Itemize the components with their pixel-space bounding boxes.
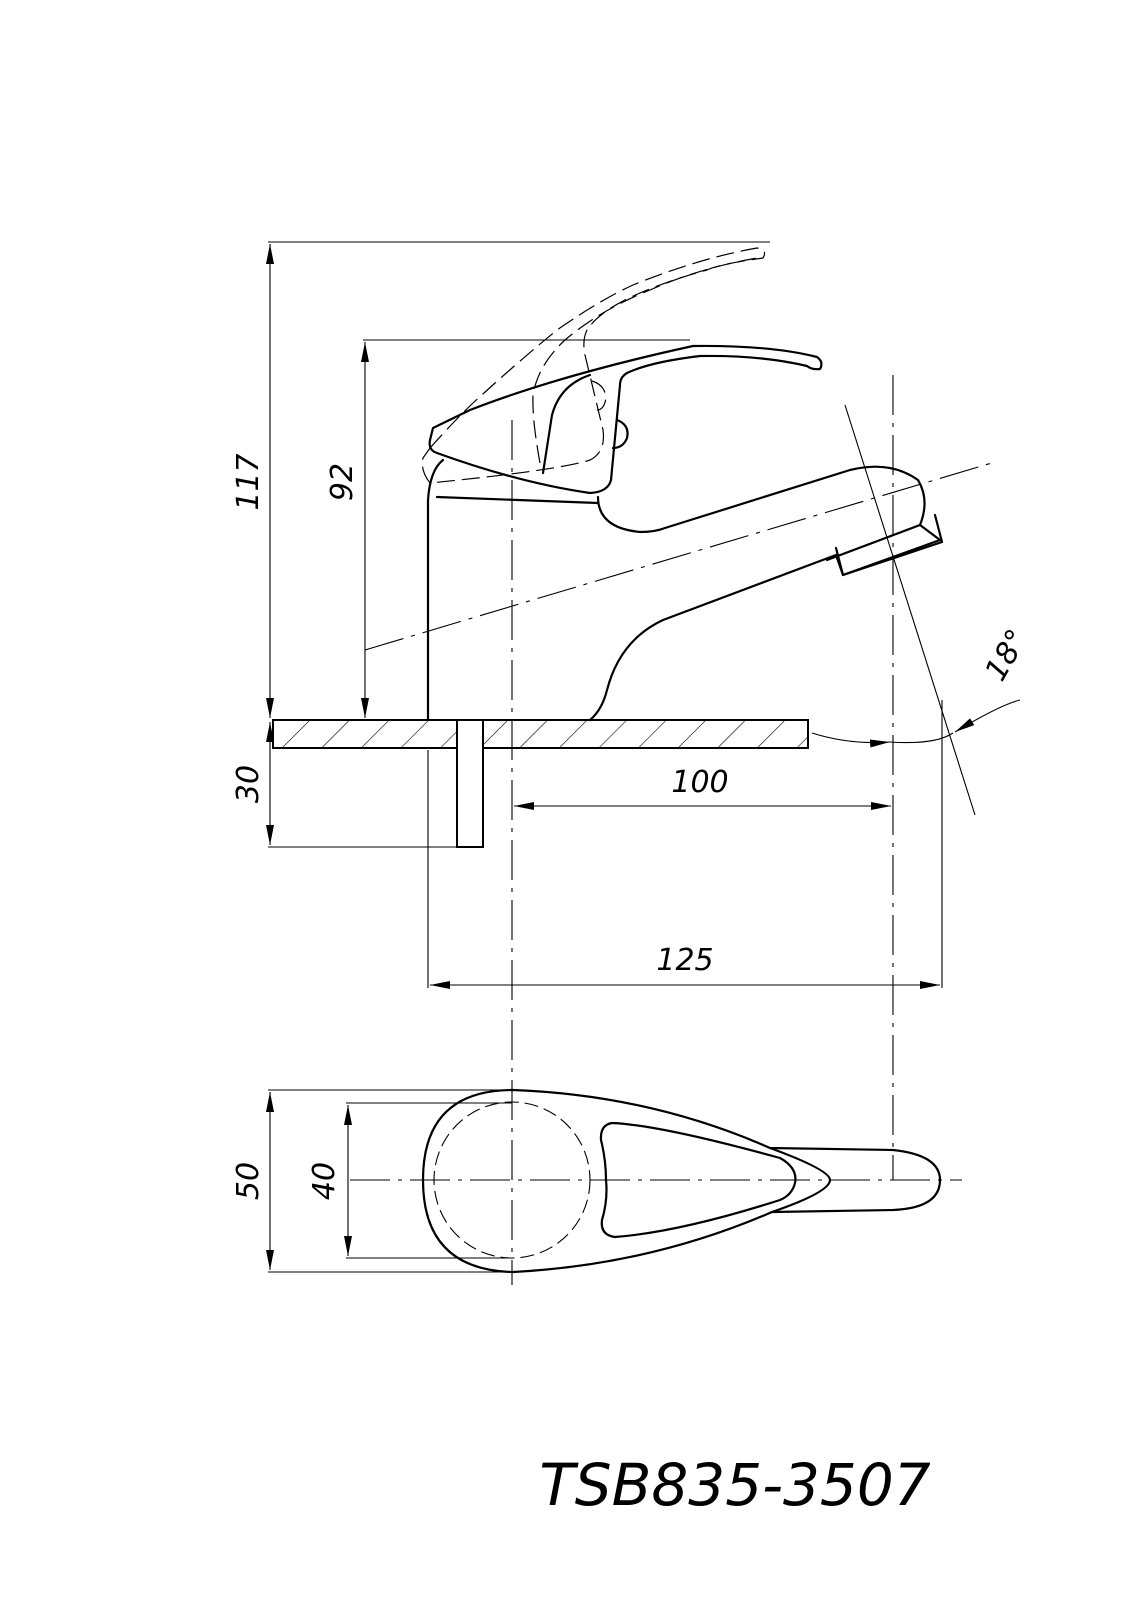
dim-label-18deg: 18° [978, 623, 1035, 687]
angle-arc-18 [889, 732, 954, 744]
faucet-spout [588, 465, 942, 722]
supply-pipe [456, 719, 484, 848]
dim-label-92: 92 [325, 463, 360, 501]
faucet-body [426, 458, 600, 722]
top-view-outline [421, 1088, 942, 1274]
lever-handle [428, 344, 823, 495]
dim-label-40: 40 [307, 1162, 342, 1200]
lever-inner-edge [541, 373, 592, 475]
raised-lever-phantom-inner [532, 257, 758, 464]
dim-label-50: 50 [231, 1162, 266, 1200]
raised-lever-phantom [421, 247, 766, 484]
dim-label-125: 125 [656, 943, 713, 978]
lever-pivot [611, 418, 629, 450]
side-view: 117 92 30 100 125 18° [231, 241, 1035, 1285]
countertop-section [272, 719, 809, 749]
top-view: 50 40 [231, 1088, 962, 1274]
lever-slot [599, 1121, 797, 1239]
spout-axis-line [364, 461, 996, 651]
angle-arrow-18 [954, 699, 1021, 733]
angle-reference-line [844, 404, 976, 816]
dim-label-117: 117 [231, 453, 266, 510]
dim-label-100: 100 [671, 765, 728, 800]
angle-arc-18 [811, 732, 891, 748]
pivot-phantom [591, 380, 607, 411]
model-number: TSB835-3507 [539, 1451, 930, 1519]
dim-label-30: 30 [231, 765, 266, 803]
